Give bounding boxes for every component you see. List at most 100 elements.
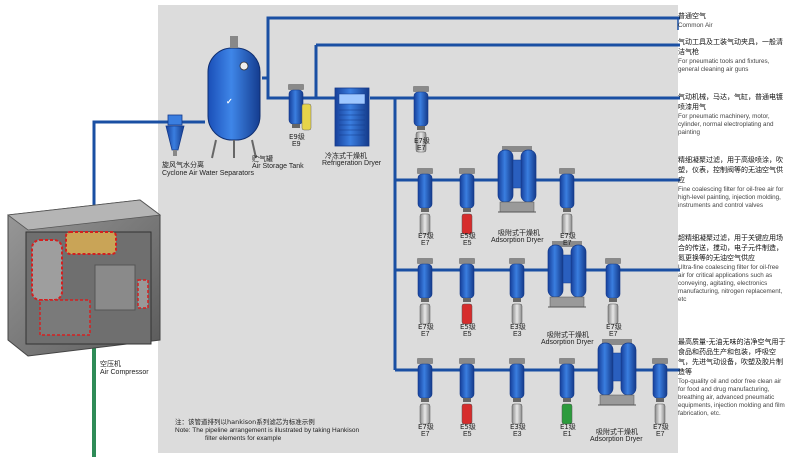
- filter-e5: [459, 358, 475, 425]
- e7-label-zh: E7级: [653, 423, 669, 431]
- filter-cartridge: [461, 403, 473, 425]
- output-zh: 最高质量-无油无味的洁净空气用于食品和药品生产和包装，呼吸空气，先进气动设备，吹…: [678, 338, 786, 376]
- filter-e7: [417, 358, 433, 425]
- e5-label-zh: E5级: [460, 423, 476, 431]
- filter-e3: [509, 258, 525, 325]
- e7-label-en: E7: [421, 331, 430, 338]
- e7-label-zh: E7级: [418, 232, 434, 240]
- filter-cartridge: [654, 403, 666, 425]
- output-zh: 超精细凝聚过滤，用于关键应用场合的传送，搅动，电子元件制造，氮更换等的无油空气供…: [678, 234, 783, 262]
- e9-label-zh: E9级: [289, 133, 305, 141]
- filter-group: [413, 86, 668, 425]
- filter-cartridge: [419, 403, 431, 425]
- e7-label-zh: E7级: [418, 323, 434, 331]
- refrig-dryer-label-zh: 冷冻式干燥机: [325, 152, 367, 160]
- e1-label-zh: E1级: [560, 423, 576, 431]
- filter-e7: [413, 86, 429, 153]
- output-en: For pneumatic machinery, motor, cylinder…: [678, 113, 774, 136]
- tank-label-en: Air Storage Tank: [252, 163, 304, 170]
- filter-e1: [559, 358, 575, 425]
- main-pipes: [92, 16, 680, 372]
- compressor-label-zh: 空压机: [100, 360, 121, 368]
- filter-cartridge: [461, 303, 473, 325]
- e5-label-zh: E5级: [460, 232, 476, 240]
- adsorption-label-en: Adsorption Dryer: [491, 237, 544, 244]
- adsorption-label-zh: 吸附式干燥机: [596, 428, 638, 436]
- output-en: For pneumatic tools and fixtures, genera…: [678, 58, 770, 73]
- output-common-air: 普通空气 Common Air: [678, 11, 786, 30]
- e3-label-en: E3: [513, 431, 522, 438]
- adsorption-dryer-group: [497, 146, 637, 406]
- tank-label-zh: 贮气罐: [252, 155, 273, 163]
- filter-e5: [459, 258, 475, 325]
- e7-label-zh: E7级: [606, 323, 622, 331]
- e7-label-en: E7: [609, 331, 618, 338]
- e1-label-en: E1: [563, 431, 572, 438]
- output-ultra-fine-coalescing: 超精细凝聚过滤，用于关键应用场合的传送，搅动，电子元件制造，氮更换等的无油空气供…: [678, 233, 786, 304]
- output-en: Fine coalescing filter for oil-free air …: [678, 186, 784, 209]
- e5-label-zh: E5级: [460, 323, 476, 331]
- output-zh: 气动机械，马达，气缸，普通电镀喷漆用气: [678, 93, 783, 111]
- adsorption-label-en: Adsorption Dryer: [541, 339, 594, 346]
- e7-label-en: E7: [563, 240, 572, 247]
- e7-label-en: E7: [656, 431, 665, 438]
- note-en-line1: Note: The pipeline arrangement is illust…: [175, 427, 360, 434]
- adsorption-label-zh: 吸附式干燥机: [498, 229, 540, 237]
- e7-label-zh: E7级: [414, 137, 430, 145]
- output-en: Common Air: [678, 22, 713, 29]
- filter-cartridge: [511, 303, 523, 325]
- e5-label-en: E5: [463, 331, 472, 338]
- compressor-outlet-pipe: [92, 250, 96, 457]
- note-zh: 注：该管道排列以hankison系列滤芯为标准示例: [175, 418, 315, 426]
- e5-label-en: E5: [463, 240, 472, 247]
- output-fine-coalescing: 精细凝聚过滤，用于高级喷涂，吹塑，仪表，控制阀等的无油空气供应 Fine coa…: [678, 155, 786, 210]
- output-zh: 精细凝聚过滤，用于高级喷涂，吹塑，仪表，控制阀等的无油空气供应: [678, 156, 783, 184]
- filter-e7: [417, 168, 433, 235]
- output-zh: 气动工具及工装气动夹具，一般清洁气枪: [678, 38, 783, 56]
- filter-e7: [605, 258, 621, 325]
- e7-label-en: E7: [421, 431, 430, 438]
- e9-label-en: E9: [292, 141, 301, 148]
- e5-label-en: E5: [463, 431, 472, 438]
- adsorption-dryer: [547, 241, 587, 308]
- filter-e7: [559, 168, 575, 235]
- e7-label-en: E7: [421, 240, 430, 247]
- refrig-dryer-label-en: Refrigeration Dryer: [322, 160, 382, 167]
- filter-cartridge: [419, 213, 431, 235]
- adsorption-label-en: Adsorption Dryer: [590, 436, 643, 443]
- adsorption-label-zh: 吸附式干燥机: [547, 331, 589, 339]
- output-zh: 普通空气: [678, 12, 706, 20]
- air-storage-tank: ✓: [207, 36, 261, 159]
- compressor-label-en: Air Compressor: [100, 369, 149, 376]
- filter-cartridge: [419, 303, 431, 325]
- filter-cartridge: [607, 303, 619, 325]
- adsorption-dryer: [497, 146, 537, 213]
- e3-label-en: E3: [513, 331, 522, 338]
- filter-e5: [459, 168, 475, 235]
- output-en: Top-quality oil and odor free clean air …: [678, 378, 785, 417]
- filter-cartridge: [561, 213, 573, 235]
- filter-e3: [509, 358, 525, 425]
- output-en: Ultra-fine coalescing filter for oil-fre…: [678, 264, 783, 303]
- svg-text:✓: ✓: [226, 97, 233, 106]
- e7-label-zh: E7级: [560, 232, 576, 240]
- filter-e7: [652, 358, 668, 425]
- filter-e9: [288, 84, 312, 131]
- adsorption-dryer: [597, 339, 637, 406]
- cyclone-label-en: Cyclone Air Water Separators: [162, 170, 254, 177]
- filter-cartridge: [461, 213, 473, 235]
- output-pneumatic-machinery: 气动机械，马达，气缸，普通电镀喷漆用气 For pneumatic machin…: [678, 92, 786, 137]
- e7-label-en: E7: [417, 145, 426, 152]
- output-top-quality: 最高质量-无油无味的洁净空气用于食品和药品生产和包装，呼吸空气，先进气动设备，吹…: [678, 337, 786, 418]
- filter-cartridge: [561, 403, 573, 425]
- refrigeration-dryer: [334, 87, 370, 147]
- filter-cartridge: [415, 131, 427, 153]
- note-en-line2: filter elements for example: [205, 435, 282, 442]
- output-pneumatic-tools: 气动工具及工装气动夹具，一般清洁气枪 For pneumatic tools a…: [678, 37, 786, 74]
- air-compressor: [6, 199, 162, 357]
- filter-e7: [417, 258, 433, 325]
- e3-label-zh: E3级: [510, 323, 526, 331]
- filter-cartridge: [511, 403, 523, 425]
